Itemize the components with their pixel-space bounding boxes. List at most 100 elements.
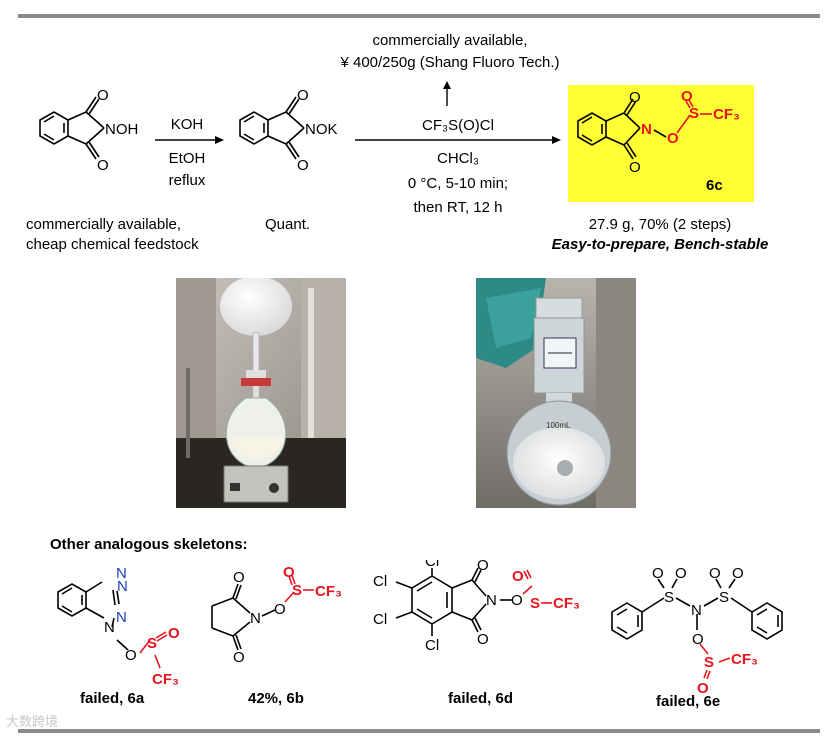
group-cf3: CF₃ xyxy=(315,583,342,600)
compound-6d-structure xyxy=(395,567,512,636)
bond xyxy=(284,591,295,603)
product-6c-structure xyxy=(577,98,667,160)
compound-label-6b: 42%, 6b xyxy=(248,690,304,707)
reaction-scheme: O O NOH O O NOK CF₃S(O xyxy=(39,81,754,202)
atom-n: N xyxy=(116,565,127,582)
atom-o: O xyxy=(697,680,709,697)
arrowhead-up-icon xyxy=(443,81,451,89)
atom-cl: Cl xyxy=(373,611,387,628)
bond xyxy=(718,657,731,663)
bond xyxy=(139,639,151,654)
reagent-note-line2: ¥ 400/250g (Shang Fluoro Tech.) xyxy=(340,54,560,71)
atom-o: O xyxy=(675,565,687,582)
step1-reagent-etoh: EtOH xyxy=(168,150,206,167)
atom-n: N xyxy=(104,619,115,636)
atom-n: N xyxy=(250,610,261,627)
atom-o: O xyxy=(168,625,180,642)
step1-condition-reflux: reflux xyxy=(168,172,206,189)
atom-cl: Cl xyxy=(425,560,439,570)
atom-o: O xyxy=(709,565,721,582)
atom-o: O xyxy=(629,159,641,176)
atom-o: O xyxy=(477,631,489,648)
compound-label-6d: failed, 6d xyxy=(448,690,514,707)
atom-s: S xyxy=(719,589,729,606)
atom-n: N xyxy=(641,121,652,138)
atom-o: O xyxy=(667,130,679,147)
flask-on-stirrer-photo-icon xyxy=(176,278,346,508)
compound-6e-structure xyxy=(611,578,783,640)
group-cf3: CF₃ xyxy=(553,595,580,612)
atom-n: N xyxy=(116,609,127,626)
product-tagline: Easy-to-prepare, Bench-stable xyxy=(551,236,769,253)
potassium-phthalimide-n-oxide-structure xyxy=(239,96,305,160)
atom-o: O xyxy=(97,157,109,174)
photo-product-flask: 100mL xyxy=(476,278,636,508)
group-cf3: CF₃ xyxy=(731,651,758,668)
atom-noh: NOH xyxy=(105,121,138,138)
atom-s: S xyxy=(147,635,157,652)
analogs-heading: Other analogous skeletons: xyxy=(50,536,248,553)
atom-cl: Cl xyxy=(373,573,387,590)
arrowhead-icon xyxy=(215,136,224,144)
compound-6a-structure xyxy=(57,581,129,651)
analogous-skeletons: N N N N O S O CF₃ O O N O O S CF₃ xyxy=(57,560,783,697)
atom-o: O xyxy=(233,569,245,586)
top-rule xyxy=(18,14,820,18)
bond xyxy=(706,670,711,680)
atom-o: O xyxy=(125,647,137,664)
bond xyxy=(523,570,529,580)
n-hydroxyphthalimide-structure xyxy=(39,96,105,160)
atom-n: N xyxy=(117,578,128,595)
atom-s: S xyxy=(689,105,699,122)
atom-o: O xyxy=(652,565,664,582)
bond xyxy=(156,634,168,642)
bond xyxy=(155,631,167,639)
compound-label-6e: failed, 6e xyxy=(656,693,721,710)
compound-6b-structure xyxy=(211,583,276,651)
atom-o: O xyxy=(512,568,524,585)
bond xyxy=(526,569,532,579)
atom-o: O xyxy=(297,87,309,104)
compound-label-6c: 6c xyxy=(706,177,723,194)
compound-label-6a: failed, 6a xyxy=(80,690,145,707)
photo-reaction-setup xyxy=(176,278,346,508)
start-material-note-line2: cheap chemical feedstock xyxy=(26,236,199,253)
bond xyxy=(703,669,708,679)
atom-o: O xyxy=(97,87,109,104)
atom-o: O xyxy=(511,592,523,609)
bond xyxy=(291,574,296,585)
arrowhead-icon xyxy=(552,136,561,144)
group-cf3: CF₃ xyxy=(152,671,179,688)
reagent-note-line1: commercially available, xyxy=(372,32,528,49)
atom-n: N xyxy=(486,592,497,609)
group-cf3: CF₃ xyxy=(713,106,740,123)
bond xyxy=(288,575,293,586)
atom-o: O xyxy=(629,89,641,106)
atom-s: S xyxy=(704,654,714,671)
atom-o: O xyxy=(233,649,245,666)
atom-o: O xyxy=(283,564,295,581)
atom-n: N xyxy=(691,602,702,619)
atom-o: O xyxy=(692,631,704,648)
bond xyxy=(699,643,709,655)
bond xyxy=(154,654,161,669)
watermark: 大数跨境 xyxy=(6,714,59,729)
bond-s-o-double xyxy=(685,100,691,109)
start-material-note-line1: commercially available, xyxy=(26,216,182,233)
step1-reagent-koh: KOH xyxy=(170,116,204,133)
bond-s-o-double xyxy=(688,99,694,108)
bond xyxy=(522,585,533,595)
bond-o-s xyxy=(676,114,691,134)
step2-temperature-time: 0 °C, 5-10 min; xyxy=(407,175,509,192)
atom-s: S xyxy=(530,595,540,612)
atom-o: O xyxy=(274,601,286,618)
atom-cl: Cl xyxy=(425,637,439,654)
product-highlight-box xyxy=(568,85,754,202)
bottom-rule xyxy=(18,729,820,733)
flask-with-white-solid-photo-icon: 100mL xyxy=(476,278,636,508)
step2-solvent: CHCl₃ xyxy=(437,150,479,167)
intermediate-yield: Quant. xyxy=(265,216,311,233)
atom-s: S xyxy=(292,582,302,599)
reagent-cf3socl: CF₃S(O)Cl xyxy=(422,117,494,134)
